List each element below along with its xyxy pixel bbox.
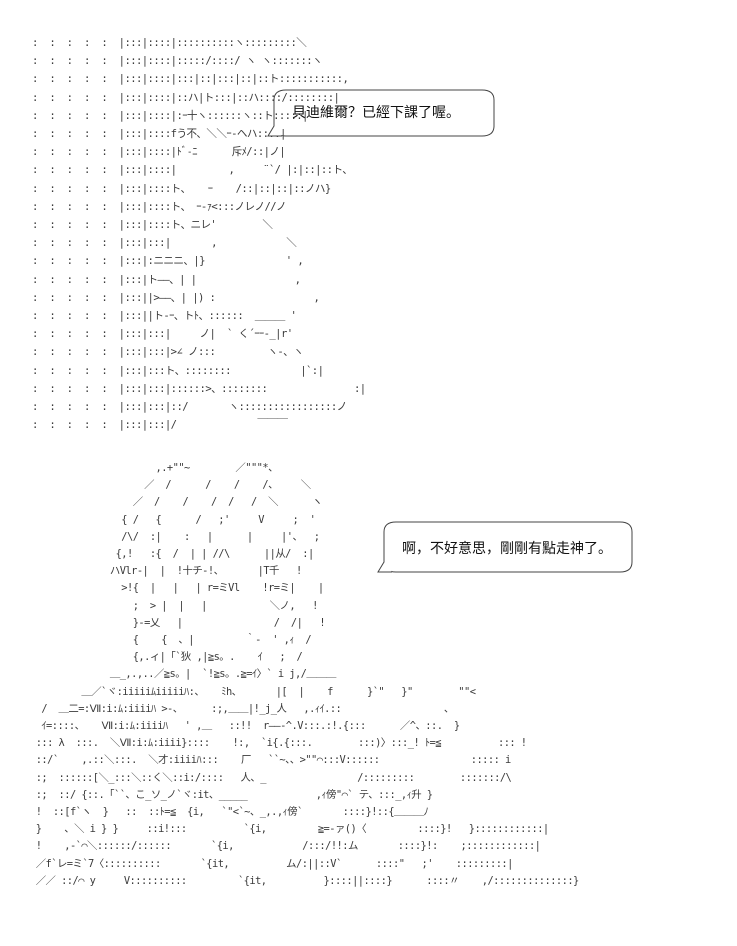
speech-bubble-top: 貝迪維爾？已經下課了喔。 [267,86,500,138]
ascii-art-character-top: : : : : : |:::|::::|::::::::::ヽ:::::::::… [32,37,366,432]
speech-text-bottom: 啊，不好意思，剛剛有點走神了。 [402,541,612,557]
speech-text-top: 貝迪維爾？已經下課了喔。 [292,105,460,121]
speech-bubble-bottom: 啊，不好意思，剛剛有點走神了。 [377,518,638,574]
speech-bubble-outline-top [267,89,495,137]
speech-bubble-outline-bottom [377,521,633,573]
ascii-art-character-bottom: ,.+""~ ／"""*、 ／ / / / /、 ＼ ／ / / / / / ＼… [35,462,580,887]
